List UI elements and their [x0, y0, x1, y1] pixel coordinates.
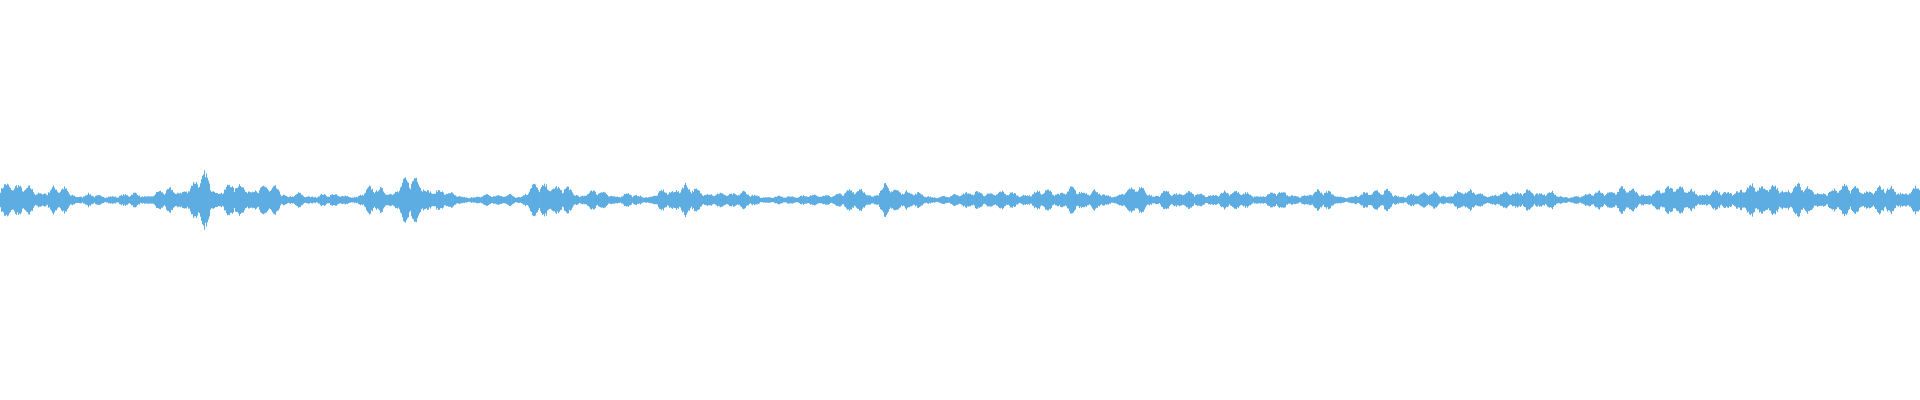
waveform-series: [0, 170, 1920, 230]
